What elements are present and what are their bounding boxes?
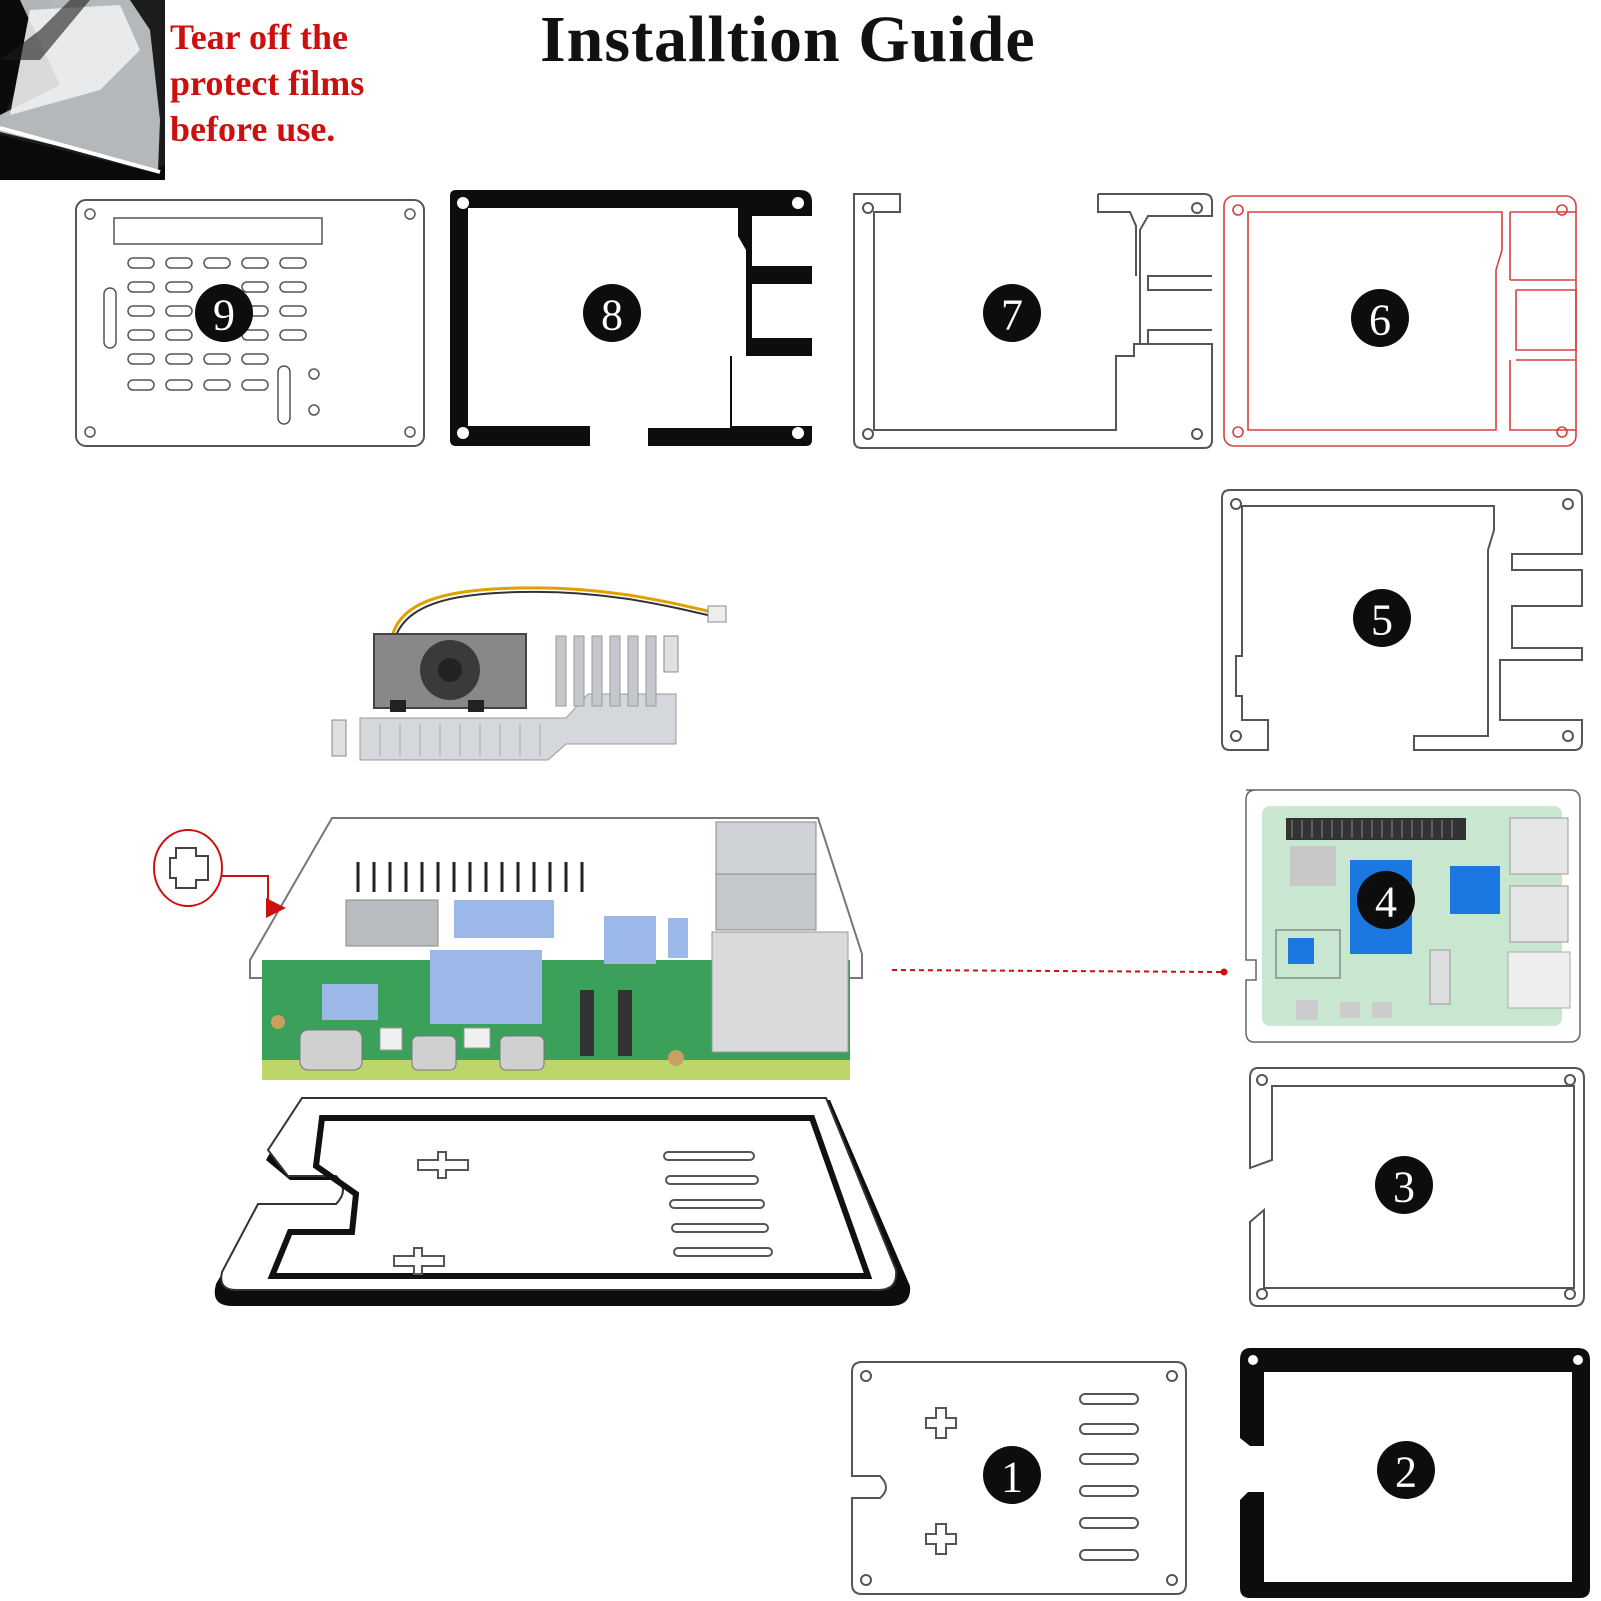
part-4-raspberry-pi-board xyxy=(1245,789,1581,1043)
protective-film-note: Tear off the protect films before use. xyxy=(170,14,430,152)
part-3-clear-frame xyxy=(1249,1067,1585,1307)
fan-heatsink-icon xyxy=(331,586,727,761)
part-5-clear-frame xyxy=(1221,489,1583,751)
part-8-black-frame xyxy=(450,190,812,446)
part-badge-9: 9 xyxy=(195,284,253,342)
badge-number: 1 xyxy=(1001,1453,1023,1502)
part-badge-8: 8 xyxy=(583,284,641,342)
part-badge-7: 7 xyxy=(983,284,1041,342)
part-2-black-frame xyxy=(1240,1348,1590,1598)
part-1-bottom-plate xyxy=(851,1361,1187,1595)
badge-number: 3 xyxy=(1393,1163,1415,1212)
part-badge-4: 4 xyxy=(1357,871,1415,929)
protective-film-icon xyxy=(0,0,165,180)
part-badge-2: 2 xyxy=(1377,1441,1435,1499)
badge-number: 9 xyxy=(213,291,235,340)
film-note-line: Tear off the xyxy=(170,17,348,57)
part-9-top-plate xyxy=(75,199,425,447)
part-7-clear-frame xyxy=(853,193,1213,449)
badge-number: 4 xyxy=(1375,878,1397,927)
callout-arrow-icon xyxy=(153,829,1228,976)
raspberry-pi-board-icon xyxy=(249,817,863,1080)
part-badge-3: 3 xyxy=(1375,1156,1433,1214)
badge-number: 7 xyxy=(1001,291,1023,340)
badge-number: 8 xyxy=(601,291,623,340)
part-badge-6: 6 xyxy=(1351,289,1409,347)
part-badge-1: 1 xyxy=(983,1446,1041,1504)
badge-number: 6 xyxy=(1369,296,1391,345)
badge-number: 5 xyxy=(1371,596,1393,645)
page-title: Installtion Guide xyxy=(540,3,1036,76)
badge-number: 2 xyxy=(1395,1448,1417,1497)
assembled-bottom-layers xyxy=(214,1097,911,1306)
part-badge-5: 5 xyxy=(1353,589,1411,647)
film-note-line: before use. xyxy=(170,109,336,149)
part-6-red-frame xyxy=(1223,195,1577,447)
film-note-line: protect films xyxy=(170,63,365,103)
